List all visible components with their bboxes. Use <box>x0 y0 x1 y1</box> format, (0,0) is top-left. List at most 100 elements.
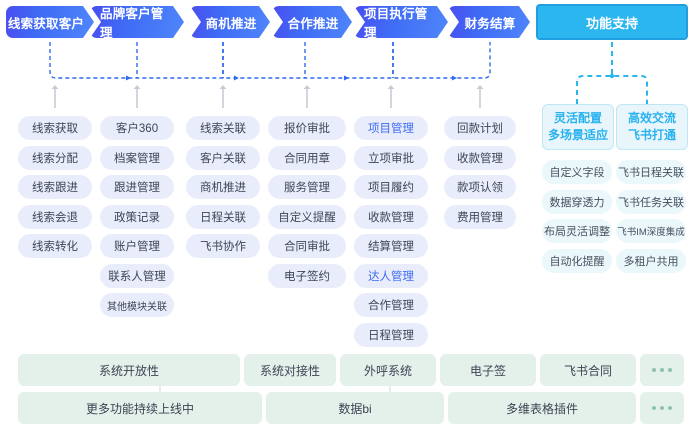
capability-box[interactable]: 系统对接性 <box>244 354 336 386</box>
module-pill[interactable]: 线索获取 <box>18 116 92 140</box>
module-pill-label: 线索跟进 <box>32 182 78 194</box>
stage-label: 商机推进 <box>205 16 257 31</box>
module-pill-label: 合同审批 <box>284 241 330 253</box>
module-pill[interactable]: 电子签约 <box>268 263 346 288</box>
module-pill[interactable]: 其他模块关联 <box>100 293 174 317</box>
capability-box-label: 外呼系统 <box>363 363 412 378</box>
module-pill[interactable]: 自定义提醒 <box>268 204 346 229</box>
capability-box[interactable]: 多维表格插件 <box>448 392 636 424</box>
module-pill-label: 达人管理 <box>368 270 414 283</box>
support-feature-pill[interactable]: 飞书任务关联 <box>616 189 686 214</box>
stage-3[interactable]: 合作推进 <box>272 6 352 38</box>
support-feature-pill[interactable]: 布局灵活调整 <box>542 219 612 243</box>
module-pill[interactable]: 客户关联 <box>186 145 260 170</box>
stage-label: 合作推进 <box>287 16 339 31</box>
more-options-box[interactable] <box>640 354 684 386</box>
support-feature-label: 多租户共用 <box>623 255 679 268</box>
capability-box-label: 电子签 <box>469 363 506 378</box>
module-pill-label: 线索分配 <box>32 152 78 165</box>
support-card-line1: 高效交流 <box>627 111 676 125</box>
support-feature-pill[interactable]: 自动化提醒 <box>542 248 612 273</box>
support-header[interactable]: 功能支持 <box>536 4 688 40</box>
module-pill-label: 收款管理 <box>457 152 503 165</box>
module-pill[interactable]: 收款管理 <box>354 204 428 229</box>
support-card-line1: 灵活配置 <box>553 111 602 125</box>
module-pill-label: 项目履约 <box>368 182 414 194</box>
module-pill[interactable]: 线索转化 <box>18 234 92 258</box>
support-feature-pill[interactable]: 数据穿透力 <box>542 189 612 214</box>
module-pill-label: 账户管理 <box>114 241 160 253</box>
module-pill[interactable]: 款项认领 <box>444 175 516 199</box>
module-pill[interactable]: 账户管理 <box>100 234 174 258</box>
stage-label: 财务结算 <box>464 16 516 31</box>
stage-label: 线索获取客户 <box>7 16 85 31</box>
module-pill[interactable]: 线索分配 <box>18 145 92 170</box>
module-pill[interactable]: 政策记录 <box>100 204 174 229</box>
module-pill-label: 客户关联 <box>200 152 246 165</box>
support-feature-pill[interactable]: 多租户共用 <box>616 248 686 273</box>
module-pill-label: 自定义提醒 <box>278 211 336 224</box>
module-pill-label: 项目管理 <box>368 123 414 135</box>
ellipsis-icon <box>652 368 672 372</box>
module-pill[interactable]: 合作管理 <box>354 293 428 317</box>
capability-box[interactable]: 飞书合同 <box>540 354 636 386</box>
capability-box[interactable]: 更多功能持续上线中 <box>18 392 262 424</box>
module-pill[interactable]: 项目履约 <box>354 175 428 199</box>
stage-0[interactable]: 线索获取客户 <box>6 6 94 38</box>
stage-5[interactable]: 财务结算 <box>448 6 530 38</box>
module-pill[interactable]: 合同审批 <box>268 234 346 258</box>
module-pill[interactable]: 飞书协作 <box>186 234 260 258</box>
module-pill[interactable]: 跟进管理 <box>100 175 174 199</box>
capability-box[interactable]: 系统开放性 <box>18 354 240 386</box>
module-pill[interactable]: 线索会退 <box>18 204 92 229</box>
module-pill-label: 合作管理 <box>368 300 414 312</box>
module-pill[interactable]: 结算管理 <box>354 234 428 258</box>
support-feature-card[interactable]: 灵活配置多场景适应 <box>542 104 614 150</box>
support-feature-pill[interactable]: 自定义字段 <box>542 160 612 184</box>
module-pill[interactable]: 费用管理 <box>444 204 516 229</box>
support-feature-card[interactable]: 高效交流飞书打通 <box>616 104 688 150</box>
stage-label: 项目执行管理 <box>364 7 428 40</box>
module-pill-label: 收款管理 <box>368 211 414 224</box>
module-pill-label: 客户360 <box>115 123 159 135</box>
module-pill[interactable]: 项目管理 <box>354 116 428 140</box>
module-pill-label: 飞书协作 <box>200 241 246 253</box>
module-pill[interactable]: 联系人管理 <box>100 263 174 288</box>
support-feature-pill[interactable]: 飞书日程关联 <box>616 160 686 184</box>
stage-2[interactable]: 商机推进 <box>190 6 270 38</box>
support-feature-label: 飞书日程关联 <box>618 167 684 179</box>
module-pill[interactable]: 收款管理 <box>444 145 516 170</box>
more-options-box[interactable] <box>640 392 684 424</box>
capability-box[interactable]: 电子签 <box>440 354 536 386</box>
module-pill-label: 电子签约 <box>284 270 330 283</box>
module-pill[interactable]: 日程管理 <box>354 322 428 347</box>
module-pill-label: 联系人管理 <box>108 270 166 283</box>
support-feature-pill[interactable]: 飞书IM深度集成 <box>616 219 686 243</box>
module-pill-label: 合同用章 <box>284 152 330 165</box>
module-pill[interactable]: 日程关联 <box>186 204 260 229</box>
support-feature-label: 飞书任务关联 <box>618 196 684 209</box>
support-feature-label: 数据穿透力 <box>549 196 605 209</box>
module-pill-label: 其他模块关联 <box>107 301 167 313</box>
module-pill-label: 档案管理 <box>114 152 160 165</box>
module-pill[interactable]: 线索跟进 <box>18 175 92 199</box>
capability-box-label: 飞书合同 <box>563 363 612 378</box>
module-pill[interactable]: 合同用章 <box>268 145 346 170</box>
capability-box[interactable]: 外呼系统 <box>340 354 436 386</box>
stage-1[interactable]: 品牌客户管理 <box>90 6 184 38</box>
module-pill-label: 商机推进 <box>200 182 246 194</box>
module-pill[interactable]: 立项审批 <box>354 145 428 170</box>
module-pill[interactable]: 客户360 <box>100 116 174 140</box>
module-pill[interactable]: 线索关联 <box>186 116 260 140</box>
module-pill-label: 报价审批 <box>284 123 330 135</box>
module-pill[interactable]: 报价审批 <box>268 116 346 140</box>
module-pill[interactable]: 服务管理 <box>268 175 346 199</box>
module-pill[interactable]: 档案管理 <box>100 145 174 170</box>
module-pill[interactable]: 商机推进 <box>186 175 260 199</box>
module-pill-label: 线索转化 <box>32 241 78 253</box>
module-pill[interactable]: 达人管理 <box>354 263 428 288</box>
module-pill[interactable]: 回款计划 <box>444 116 516 140</box>
capability-box[interactable]: 数据bi <box>266 392 444 424</box>
support-feature-label: 飞书IM深度集成 <box>617 227 685 238</box>
stage-4[interactable]: 项目执行管理 <box>354 6 448 38</box>
